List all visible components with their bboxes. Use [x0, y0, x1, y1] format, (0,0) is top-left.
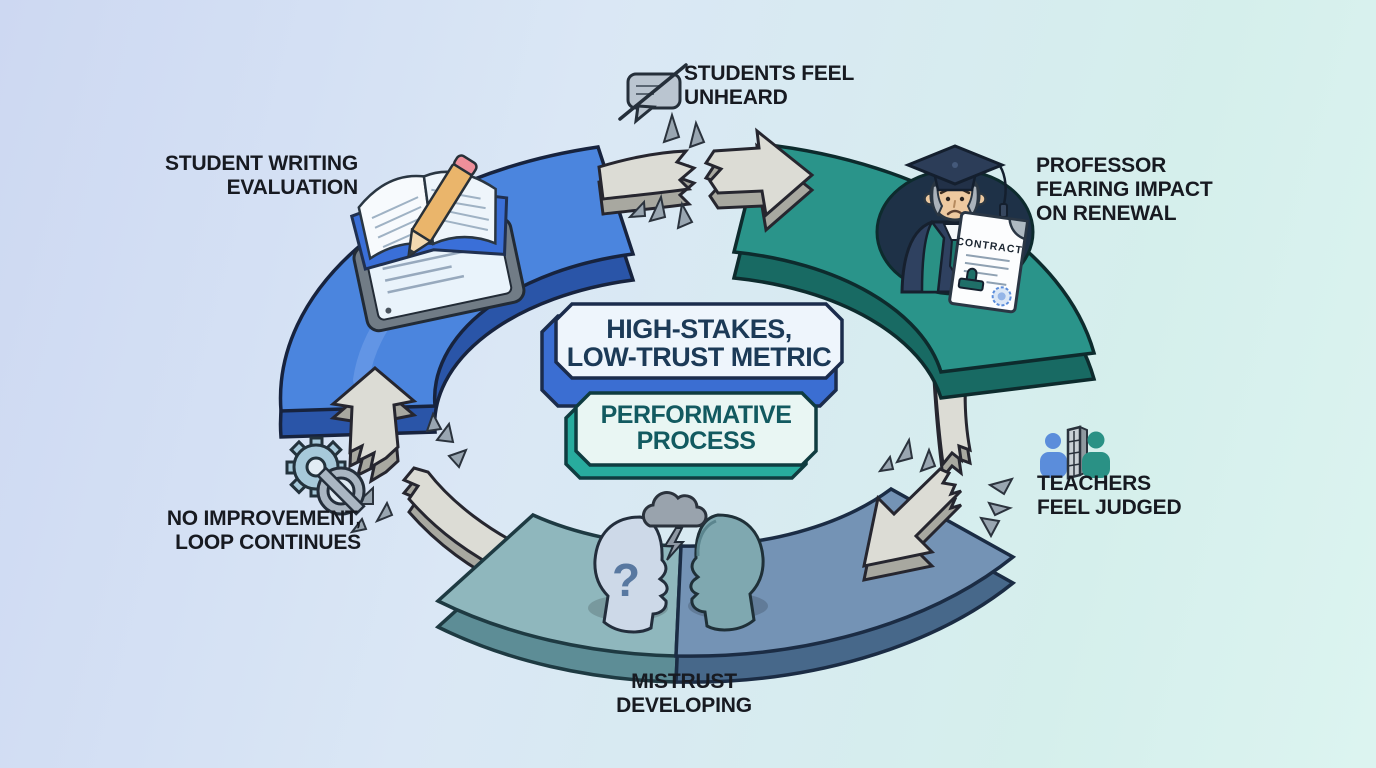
contract-document-icon: CONTRACT	[948, 211, 1029, 314]
process-box-label: PERFORMATIVE PROCESS	[600, 400, 792, 455]
label-student-writing-evaluation: STUDENT WRITING EVALUATION	[165, 152, 358, 199]
book-pencil-tablet-icon	[349, 154, 526, 333]
person-blue-body	[1040, 452, 1067, 478]
blocked-gear-icon	[285, 436, 366, 516]
prohibition-icon	[316, 466, 366, 516]
teachers-wall-icon	[1040, 425, 1110, 480]
stole-left	[920, 219, 946, 294]
head-facing-left-icon	[689, 513, 765, 632]
facing-heads-storm-icon: ?	[588, 491, 768, 634]
seal-icon	[991, 286, 1012, 307]
person-blue-icon	[1045, 433, 1061, 449]
label-teachers-feel-judged: TEACHERS FEEL JUDGED	[1037, 472, 1182, 519]
professor-contract-icon: CONTRACT	[875, 144, 1035, 314]
metric-box	[540, 302, 844, 408]
graduation-cap-icon	[903, 144, 1008, 218]
muted-speech-bubble-icon	[618, 63, 688, 125]
label-students-feel-unheard: STUDENTS FEEL UNHEARD	[684, 62, 855, 109]
label-professor-fearing-renewal: PROFESSOR FEARING IMPACT ON RENEWAL	[1036, 154, 1213, 225]
stamp-icon	[957, 267, 985, 292]
impact-spikes-right	[877, 436, 1014, 539]
lightning-icon	[663, 527, 686, 561]
label-mistrust-developing: MISTRUST DEVELOPING	[616, 670, 752, 717]
process-box	[564, 391, 818, 480]
question-mark: ?	[612, 554, 640, 606]
head-question-icon	[593, 515, 669, 634]
label-no-improvement-loop: NO IMPROVEMENT, LOOP CONTINUES	[166, 507, 361, 554]
broken-arrow-top-left-piece	[597, 149, 696, 216]
person-teal-body	[1082, 452, 1110, 478]
page-curl	[1008, 217, 1029, 241]
impact-spikes-top	[627, 111, 706, 230]
pencil-icon	[407, 154, 478, 259]
metric-box-label: HIGH-STAKES, LOW-TRUST METRIC	[566, 313, 832, 372]
storm-cloud-icon	[641, 491, 708, 528]
person-teal-icon	[1087, 431, 1105, 449]
